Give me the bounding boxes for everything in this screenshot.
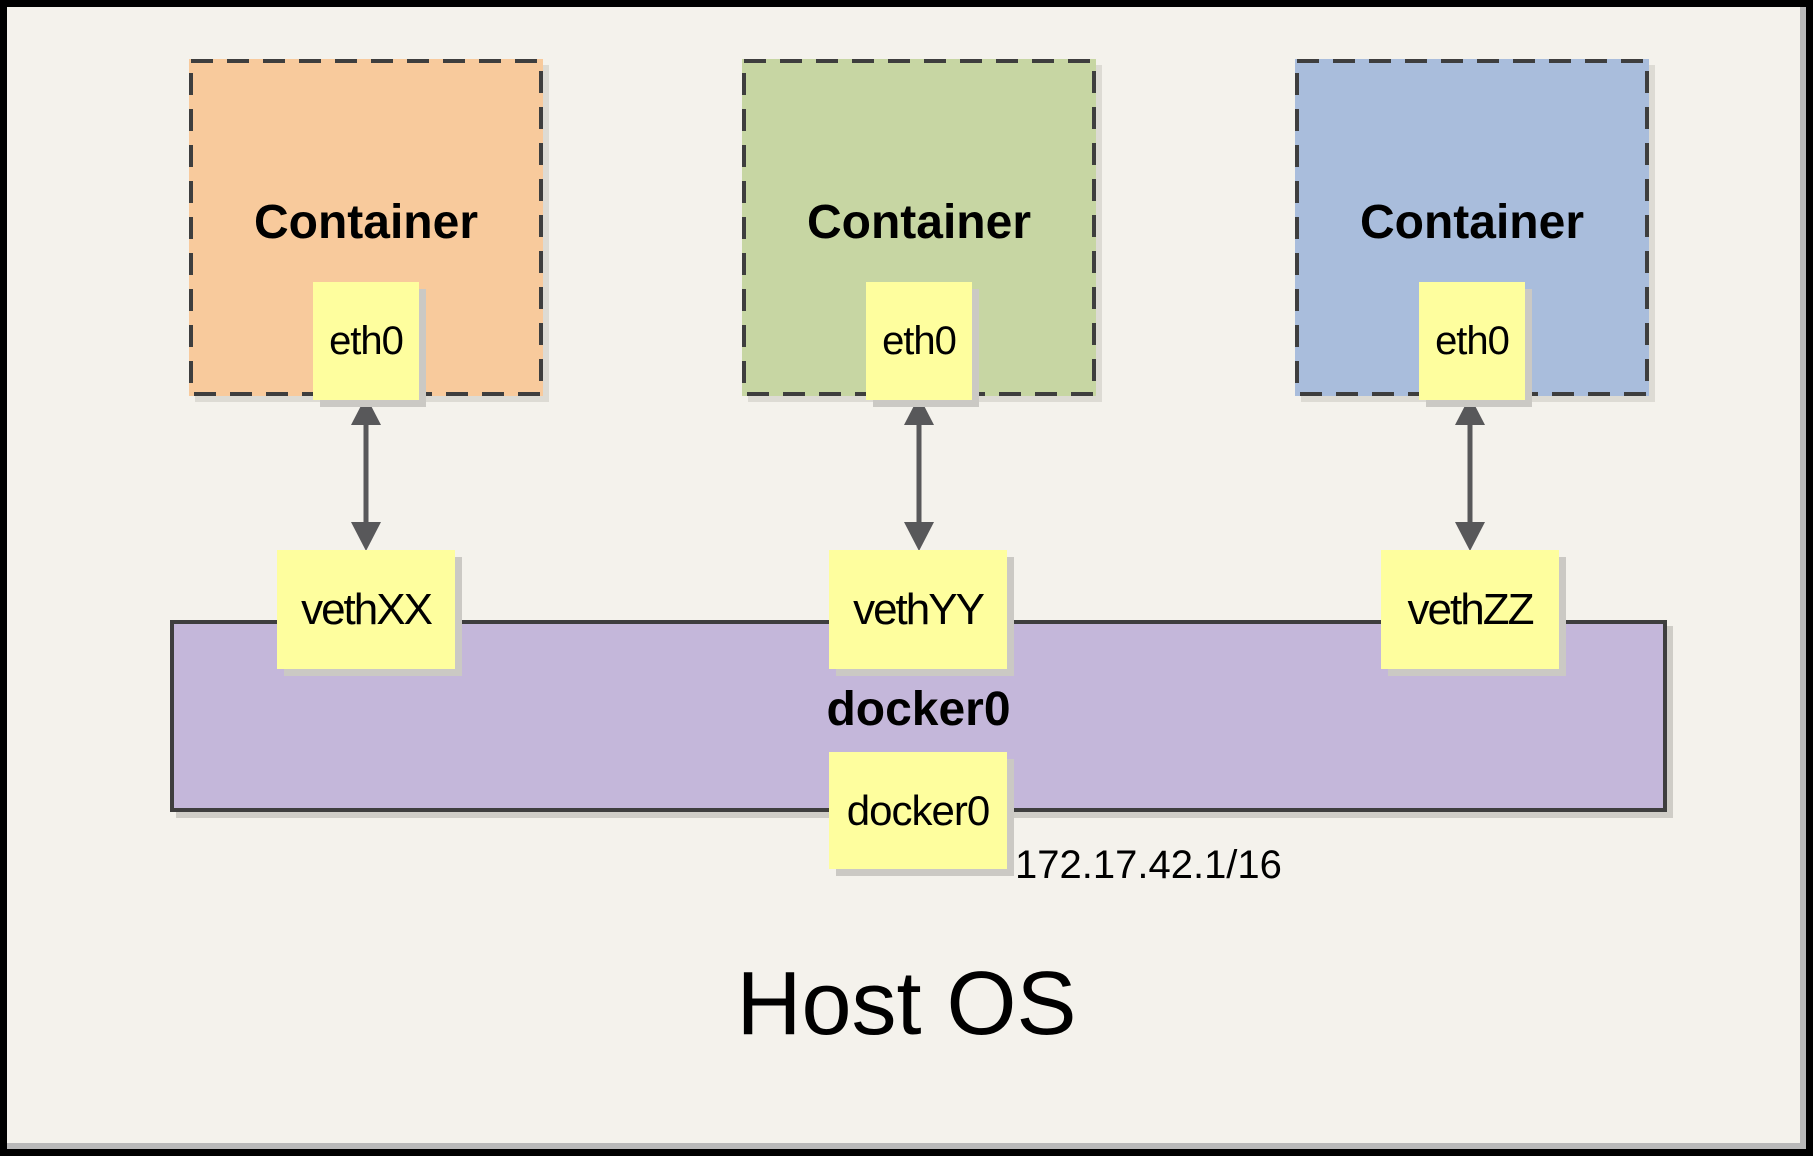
bridge-ip-label: 172.17.42.1/16 <box>1015 843 1282 887</box>
vethYY-note: vethYY <box>829 550 1007 669</box>
container-box-3: Container eth0 <box>1295 59 1649 400</box>
host-os-label: Host OS <box>736 954 1077 1054</box>
veth-connection-arrow-1 <box>351 396 381 551</box>
container-1-eth0-note: eth0 <box>313 282 419 400</box>
vethZZ-note: vethZZ <box>1381 550 1559 669</box>
container-3-title: Container <box>1359 196 1584 249</box>
container-1-title: Container <box>253 196 478 249</box>
docker0-bridge-label: docker0 <box>826 683 1011 736</box>
container-3-dashed-border <box>1295 59 1649 396</box>
container-box-2: Container eth0 <box>742 59 1096 400</box>
container-2-title: Container <box>806 196 1031 249</box>
container-2-eth0-note: eth0 <box>866 282 972 400</box>
veth-connection-arrow-3 <box>1455 396 1485 551</box>
vethXX-note: vethXX <box>277 550 455 669</box>
container-2-dashed-border <box>742 59 1096 396</box>
docker0-interface-note: docker0 <box>829 752 1007 869</box>
container-box-1: Container eth0 <box>189 59 543 400</box>
container-1-dashed-border <box>189 59 543 396</box>
veth-connection-arrow-2 <box>904 396 934 551</box>
container-3-eth0-note: eth0 <box>1419 282 1525 400</box>
